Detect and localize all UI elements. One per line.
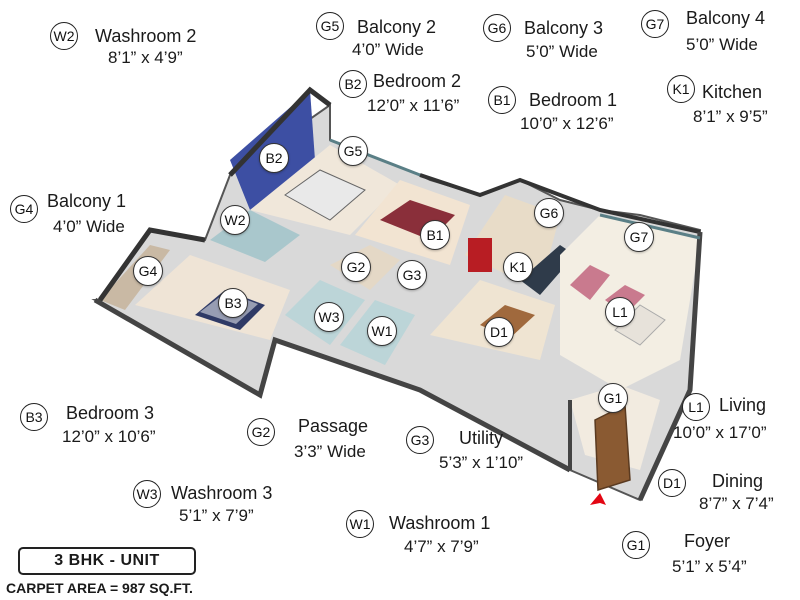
room-dim: 4’0” Wide (53, 217, 125, 236)
room-name: Bedroom 1 (529, 90, 618, 110)
room-dim: 4’7” x 7’9” (404, 537, 479, 556)
room-name: Balcony 1 (47, 191, 127, 211)
unit-type-badge: 3 BHK - UNIT (18, 547, 196, 575)
code-badge: L1 (682, 393, 710, 421)
marker-l1: L1 (605, 297, 635, 327)
entrance-door (594, 403, 631, 492)
code-badge: W3 (133, 480, 161, 508)
washroom-2-floor (210, 210, 300, 262)
room-name: Kitchen (702, 82, 763, 102)
bed-b2 (284, 169, 366, 221)
entry-arrow-icon (590, 493, 606, 505)
code-badge: G1 (622, 531, 650, 559)
room-dim: 5’3” x 1’10” (439, 453, 524, 472)
marker-w3: W3 (314, 302, 344, 332)
marker-d1: D1 (484, 317, 514, 347)
room-dim: 5’0” Wide (686, 35, 758, 54)
code-badge: D1 (658, 469, 686, 497)
marker-g6: G6 (534, 198, 564, 228)
marker-k1: K1 (503, 252, 533, 282)
carpet-area: CARPET AREA = 987 SQ.FT. (6, 580, 193, 596)
room-dim: 5’0” Wide (526, 42, 598, 61)
marker-b2: B2 (259, 143, 289, 173)
code-badge: G7 (641, 10, 669, 38)
code-badge: G3 (406, 426, 434, 454)
room-name: Washroom 3 (171, 483, 273, 503)
room-name: Dining (712, 471, 764, 491)
room-dim: 10’0” x 12’6” (520, 114, 614, 133)
marker-g5: G5 (338, 136, 368, 166)
marker-g4: G4 (133, 256, 163, 286)
marker-g2: G2 (341, 252, 371, 282)
marker-w1: W1 (367, 316, 397, 346)
marker-b3: B3 (218, 288, 248, 318)
room-name: Washroom 1 (389, 513, 491, 533)
code-badge: W1 (346, 510, 374, 538)
room-name: Passage (298, 416, 369, 436)
room-name: Balcony 2 (357, 17, 437, 37)
code-badge: B2 (339, 70, 367, 98)
marker-w2: W2 (220, 205, 250, 235)
room-name: Washroom 2 (95, 26, 197, 46)
room-dim: 3’3” Wide (294, 442, 366, 461)
code-badge: B1 (488, 86, 516, 114)
marker-b1: B1 (420, 220, 450, 250)
code-badge: G2 (247, 418, 275, 446)
red-cabinet (468, 238, 492, 272)
room-name: Bedroom 3 (66, 403, 155, 423)
marker-g3: G3 (397, 260, 427, 290)
room-name: Living (719, 395, 767, 415)
room-name: Bedroom 2 (373, 71, 462, 91)
room-name: Balcony 3 (524, 18, 604, 38)
code-badge: K1 (667, 75, 695, 103)
room-dim: 8’7” x 7’4” (699, 494, 774, 513)
room-dim: 12’0” x 11’6” (367, 96, 460, 115)
room-name: Utility (459, 428, 503, 448)
room-dim: 5’1” x 7’9” (179, 506, 254, 525)
sofa (570, 265, 610, 300)
code-badge: W2 (50, 22, 78, 50)
room-dim: 10’0” x 17’0” (673, 423, 767, 442)
room-dim: 12’0” x 10’6” (62, 427, 156, 446)
marker-g1: G1 (598, 383, 628, 413)
code-badge: G6 (483, 14, 511, 42)
room-dim: 4’0” Wide (352, 40, 424, 59)
room-dim: 5’1” x 5’4” (672, 557, 747, 576)
code-badge: G5 (316, 12, 344, 40)
room-name: Balcony 4 (686, 8, 766, 28)
code-badge: B3 (20, 403, 48, 431)
code-badge: G4 (10, 195, 38, 223)
room-name: Foyer (684, 531, 731, 551)
marker-g7: G7 (624, 222, 654, 252)
room-dim: 8’1” x 9’5” (693, 107, 768, 126)
room-dim: 8’1” x 4’9” (108, 48, 183, 67)
